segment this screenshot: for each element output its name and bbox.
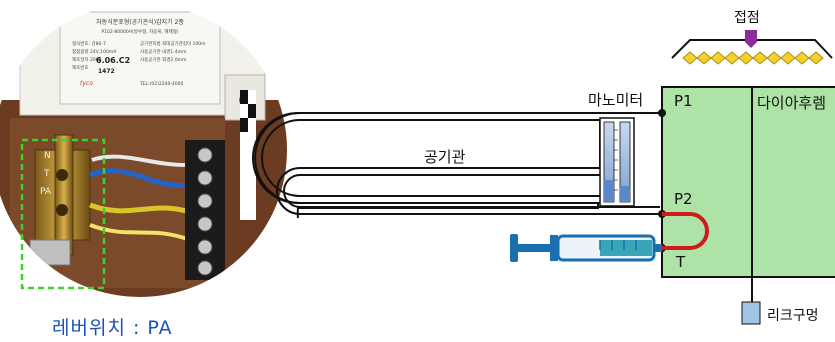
lever-mark-n: N <box>44 151 51 161</box>
device-label-line-5: 공기관지름 최대공기관길이 100m <box>140 40 206 47</box>
device-label-line-2: 접점용량 24V,100mA <box>72 48 117 55</box>
lever-mark-t: T <box>43 169 50 179</box>
device-label-line-6: 사용공기관 내경1.4mm <box>140 48 186 55</box>
lever-highlight-box <box>20 138 106 290</box>
device-label-plate: 차동식분포형(공기관식)감지기 2종 P102-80000H(방수형, 자동복,… <box>59 11 221 105</box>
p1-label: P1 <box>674 92 693 110</box>
terminal-screws <box>197 147 213 276</box>
device-label-line-7: 사용공기관 외경2.0mm <box>140 56 186 63</box>
lever-position-caption: 레버위치 : PA <box>52 317 173 339</box>
device-label-line-1: 형식번호: 감80-7 <box>72 40 106 47</box>
red-test-tube <box>662 212 709 250</box>
device-label-line-3: 제조일자 2008 <box>72 56 102 63</box>
leak-hole-label: 리크구멍 <box>767 308 819 324</box>
device-label-line-4: 제조번호 <box>72 64 89 71</box>
device-label-title: 차동식분포형(공기관식)감지기 2종 <box>96 18 184 26</box>
device-serial: 1472 <box>98 68 115 75</box>
syringe <box>510 234 662 262</box>
device-brand: tyco <box>80 80 93 87</box>
device-photo: 차동식분포형(공기관식)감지기 2종 P102-80000H(방수형, 자동복,… <box>0 3 287 297</box>
t-label: T <box>675 253 686 271</box>
leak-hole <box>741 301 761 325</box>
diaphragm-label: 다이아후렘 <box>757 94 826 112</box>
manometer-label: 마노미터 <box>588 91 643 109</box>
lever-mark-pa: PA <box>40 187 52 197</box>
device-label-line-0: P102-80000H(방수형, 자동복, 해제형) <box>101 28 178 35</box>
p2-label: P2 <box>674 190 693 208</box>
diaphragm <box>682 51 824 65</box>
device-tel: TEL:(02)2240-4000 <box>139 81 184 87</box>
manometer <box>599 117 635 207</box>
contact-label: 접점 <box>734 10 760 26</box>
contact-point <box>745 30 757 48</box>
photo-edge-strip <box>240 90 256 220</box>
device-date: 6.06.C2 <box>96 56 130 65</box>
p1-port <box>658 109 666 117</box>
air-tube-label: 공기관 <box>424 148 466 166</box>
